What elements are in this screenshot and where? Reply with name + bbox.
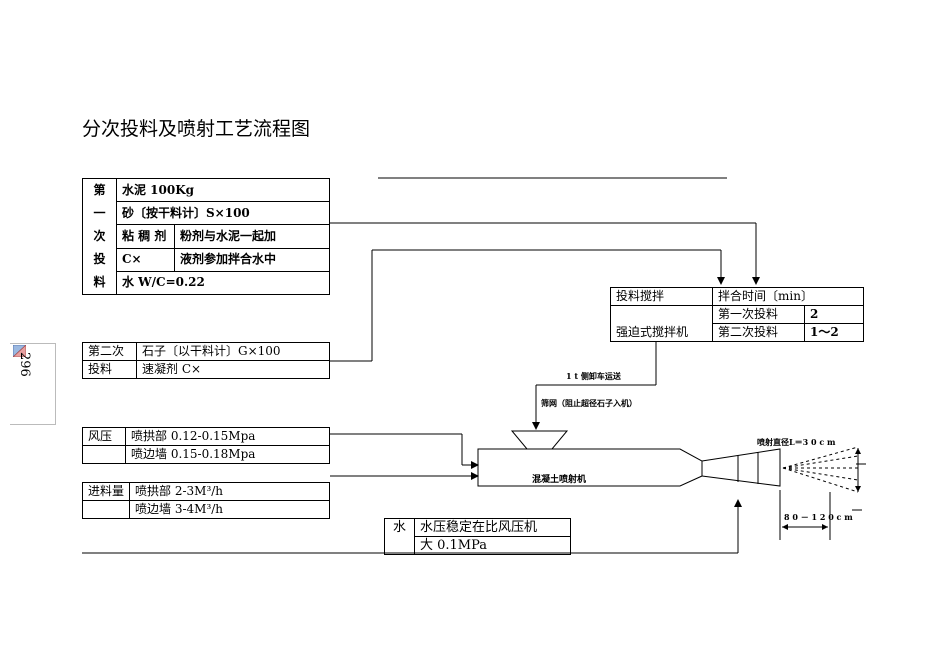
cement-cell: 水泥 100Kg [116, 177, 330, 203]
sand-cell: 砂〔按干料计〕S×100 [116, 201, 330, 226]
page-number-tab [10, 343, 56, 425]
transport-label: 1 t 侧卸车运送 [566, 371, 621, 381]
machine-label: 混凝土喷射机 [532, 475, 587, 485]
diameter-arrowhead-bottom [855, 486, 861, 492]
page-title: 分次投料及喷射工艺流程图 [82, 118, 311, 140]
water-table: 水 水压稳定在比风压机 大 0.1MPa [384, 518, 571, 555]
mixer-cell: 强迫式搅拌机 [610, 305, 713, 342]
page-corner-icon [13, 345, 26, 357]
spraying-machine-body [477, 448, 703, 487]
first-batch-table: 第 一 次 投 料 水泥 100Kg 砂〔按干料计〕S×100 粘 稠 剂 粉剂… [82, 177, 330, 296]
spray-cone [782, 446, 859, 493]
feed-rate-label: 进料量 [81, 482, 131, 501]
water-line2: 大 0.1MPa [414, 536, 571, 555]
second-batch-table: 第二次 石子〔以干料计〕G×100 投料 速凝剂 C× [82, 342, 330, 379]
powder-note-cell: 粉剂与水泥一起加 [174, 224, 330, 249]
accelerator-cell: 速凝剂 C× [136, 360, 330, 379]
second-time-value: 1～2 [804, 323, 864, 342]
hopper-shape [510, 430, 569, 450]
mixing-header-left: 投料搅拌 [610, 287, 713, 306]
diameter-arrowhead-top [855, 448, 861, 454]
spray-diameter-label: 喷射直径L＝3 0 c m [757, 437, 836, 447]
second-batch-label-bottom: 投料 [82, 360, 137, 379]
water-label: 水 [384, 518, 415, 555]
viscosity-c-cell: C× [116, 247, 175, 272]
distance-label: 8 0 － 1 2 0 c m [784, 512, 853, 522]
feed-rate-table: 进料量 喷拱部 2-3M³/h 喷边墙 3-4M³/h [81, 482, 330, 519]
distance-arrowhead-left [782, 524, 788, 530]
air-pressure-wall: 喷边墙 0.15-0.18Mpa [125, 445, 330, 464]
sieve-label: 筛网（阻止超径石子入机） [541, 398, 637, 408]
mixing-table: 投料搅拌 拌合时间〔min〕 强迫式搅拌机 第一次投料 2 第二次投料 1～2 [610, 287, 864, 342]
water-ratio-cell: 水 W/C=0.22 [116, 270, 330, 296]
air-pressure-table: 风压 喷拱部 0.12-0.15Mpa 喷边墙 0.15-0.18Mpa [82, 427, 330, 464]
distance-arrowhead-right [822, 524, 828, 530]
air-pressure-label: 风压 [82, 427, 126, 446]
first-batch-label: 第 一 次 投 料 [82, 178, 117, 295]
nozzle-shape [701, 448, 781, 487]
feed-rate-blank [81, 500, 131, 519]
feed-rate-wall: 喷边墙 3-4M³/h [129, 500, 330, 519]
viscosity-agent-cell: 粘 稠 剂 [116, 224, 175, 249]
